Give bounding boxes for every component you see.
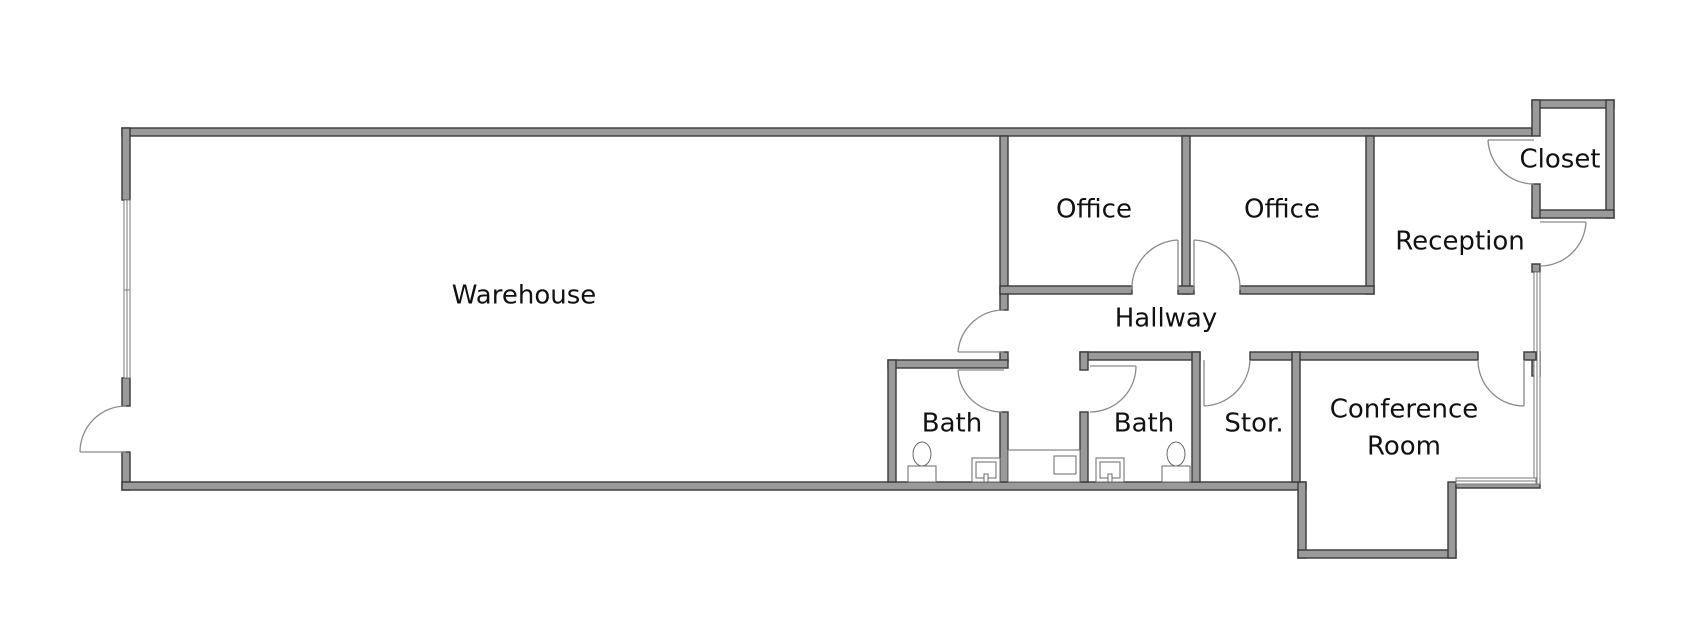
hallway-label: Hallway <box>1115 304 1218 334</box>
bath-2-door <box>1089 365 1137 413</box>
doors <box>79 139 1587 453</box>
closet-door <box>1487 139 1535 185</box>
top-wall <box>121 127 1533 137</box>
hallway-lower-wall-c <box>1523 351 1537 361</box>
reception-entry-door <box>1539 221 1587 267</box>
office-divider <box>1181 135 1191 295</box>
closet-top-wall <box>1531 99 1615 109</box>
utility-appliance-icon <box>1007 449 1081 483</box>
bath-2-right-wall <box>1191 351 1201 483</box>
conference-label-line-1: Conference <box>1330 395 1479 425</box>
office-2-label: Office <box>1244 195 1320 225</box>
office-2-door <box>1193 239 1241 291</box>
warehouse-divider-upper <box>999 135 1009 311</box>
windows <box>123 199 1541 485</box>
warehouse-divider-lower <box>999 411 1009 483</box>
warehouse-hallway-door <box>957 309 1005 353</box>
bath-2-toilet-icon <box>1161 441 1191 483</box>
conference-bump-left <box>1297 481 1307 559</box>
reception-label: Reception <box>1395 227 1525 257</box>
bath-2-sink-icon <box>1095 457 1125 483</box>
bath-1-label: Bath <box>922 409 982 439</box>
conference-door <box>1477 359 1525 407</box>
bath-1-door <box>957 369 1004 413</box>
left-wall-lower <box>121 377 131 407</box>
closet-left-wall-lower <box>1531 183 1541 219</box>
exterior-walls <box>121 99 1615 559</box>
bath-2-left-wall <box>1079 351 1089 371</box>
bath-1-left-wall <box>887 359 897 483</box>
interior-walls <box>887 135 1537 483</box>
conference-label-line-2: Room <box>1367 432 1441 462</box>
office-divider-bottom <box>1177 285 1195 295</box>
room-labels: Warehouse Office Office Closet Reception… <box>452 145 1601 462</box>
conference-bump-bottom <box>1297 549 1457 559</box>
office-1-bottom-wall <box>999 285 1133 295</box>
storage-door <box>1203 359 1251 407</box>
bath-1-sink-icon <box>971 457 1001 483</box>
bath-1-top-wall <box>887 359 1009 369</box>
closet-left-wall-upper <box>1531 99 1541 137</box>
office-2-right-wall <box>1365 135 1375 295</box>
warehouse-label: Warehouse <box>452 281 597 311</box>
closet-label: Closet <box>1519 145 1600 175</box>
storage-label: Stor. <box>1224 409 1283 439</box>
left-wall-upper <box>121 127 131 201</box>
right-wall-top <box>1531 263 1541 273</box>
fixtures <box>907 441 1191 483</box>
office-2-bottom-wall <box>1239 285 1375 295</box>
closet-right-wall <box>1605 99 1615 219</box>
hallway-lower-wall-b <box>1249 351 1479 361</box>
office-1-label: Office <box>1056 195 1132 225</box>
closet-bottom-wall <box>1531 209 1615 219</box>
bath-1-toilet-icon <box>907 441 937 483</box>
storage-right-wall <box>1291 351 1301 483</box>
hallway-lower-wall-a <box>1079 351 1201 361</box>
warehouse-exterior-door <box>79 405 127 453</box>
bath-2-label: Bath <box>1114 409 1174 439</box>
bath-2-left-wall-lower <box>1079 411 1089 483</box>
conference-bump-right <box>1447 481 1457 559</box>
office-1-door <box>1131 239 1179 291</box>
bottom-wall <box>121 481 1307 491</box>
